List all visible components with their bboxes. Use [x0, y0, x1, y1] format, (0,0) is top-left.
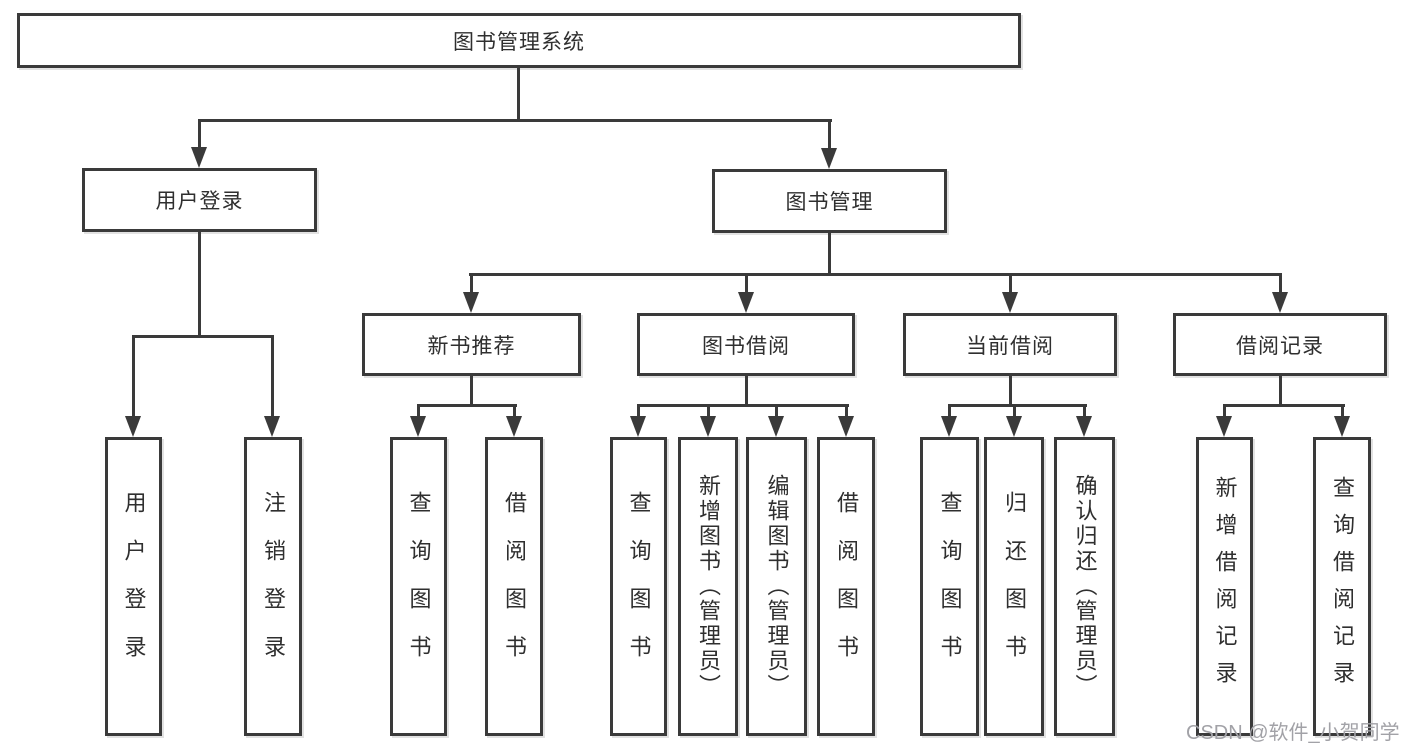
node-book-borrow: 图书借阅 [637, 313, 855, 376]
leaf-label: 借阅图书 [502, 490, 527, 683]
connector-new-book-stem [470, 376, 473, 407]
leaf-label: 查询图书 [406, 490, 432, 683]
arrow-down-icon [1272, 292, 1288, 313]
connector-current-borrow-rail [948, 404, 1087, 407]
node-label: 当前借阅 [966, 334, 1054, 358]
leaf-label: 新增图书（管理员） [696, 474, 721, 699]
connector-drop-user-login [198, 122, 201, 150]
connector-drop-leaf [707, 407, 710, 419]
arrow-down-icon [410, 416, 426, 437]
leaf-label: 注销登录 [261, 490, 286, 683]
connector-drop-current-borrow [1009, 276, 1012, 292]
arrow-down-icon [506, 416, 522, 437]
leaf-query-books-recommend: 查询图书 [390, 437, 447, 736]
node-label: 图书管理 [785, 191, 874, 214]
leaf-query-books-current: 查询图书 [920, 437, 979, 736]
leaf-label: 用户登录 [121, 490, 147, 683]
connector-user-login-stem [198, 232, 201, 335]
connector-book-borrow-stem [745, 376, 748, 407]
leaf-confirm-return-admin: 确认归还（管理员） [1054, 437, 1115, 736]
arrow-down-icon [630, 416, 646, 437]
connector-borrow-records-stem [1279, 376, 1282, 407]
arrow-down-icon [1334, 416, 1350, 437]
leaf-edit-book-admin: 编辑图书（管理员） [746, 437, 807, 736]
node-label: 新书推荐 [427, 334, 516, 358]
arrow-down-icon [1216, 416, 1232, 437]
node-label: 图书借阅 [702, 334, 790, 358]
node-user-login: 用户登录 [82, 168, 317, 232]
connector-borrow-records-rail [1223, 404, 1345, 407]
leaf-add-book-admin: 新增图书（管理员） [678, 437, 738, 736]
connector-level2-rail [198, 119, 832, 122]
connector-drop-leaf [1341, 407, 1344, 419]
leaf-label: 新增借阅记录 [1212, 475, 1238, 698]
connector-root-stem [517, 68, 520, 119]
connector-drop-leaf [417, 407, 420, 419]
leaf-borrow-books: 借阅图书 [817, 437, 875, 736]
leaf-label: 借阅图书 [834, 490, 859, 683]
connector-drop-borrow-records [1279, 276, 1282, 292]
leaf-return-book: 归还图书 [984, 437, 1044, 736]
connector-drop-leaf [513, 407, 516, 419]
connector-drop-leaf [775, 407, 778, 419]
connector-book-management-stem [828, 233, 831, 273]
connector-level3-rail [469, 273, 1282, 276]
leaf-logout: 注销登录 [244, 437, 302, 736]
connector-drop-leaf [948, 407, 951, 419]
connector-drop-leaf [271, 338, 274, 416]
node-borrow-records: 借阅记录 [1173, 313, 1387, 376]
leaf-label: 查询借阅记录 [1330, 475, 1355, 698]
leaf-label: 确认归还（管理员） [1072, 474, 1098, 699]
connector-new-book-rail [417, 404, 517, 407]
arrow-down-icon [768, 416, 784, 437]
arrow-down-icon [1006, 416, 1022, 437]
connector-drop-leaf [1083, 407, 1086, 419]
leaf-borrow-books-recommend: 借阅图书 [485, 437, 543, 736]
node-library-management-system: 图书管理系统 [17, 13, 1021, 68]
connector-user-login-rail [132, 335, 274, 338]
leaf-add-borrow-record: 新增借阅记录 [1196, 437, 1253, 736]
arrow-down-icon [700, 416, 716, 437]
node-current-borrow: 当前借阅 [903, 313, 1117, 376]
connector-drop-new-book [470, 276, 473, 292]
leaf-label: 编辑图书（管理员） [764, 474, 790, 699]
connector-drop-leaf [132, 338, 135, 416]
arrow-down-icon [463, 292, 479, 313]
leaf-query-borrow-record: 查询借阅记录 [1313, 437, 1371, 736]
arrow-down-icon [738, 292, 754, 313]
arrow-down-icon [821, 148, 837, 169]
leaf-user-login: 用户登录 [105, 437, 162, 736]
connector-drop-leaf [1013, 407, 1016, 419]
node-label: 用户登录 [155, 190, 244, 213]
leaf-label: 归还图书 [1002, 490, 1027, 683]
node-book-management: 图书管理 [712, 169, 947, 233]
node-new-book-recommend: 新书推荐 [362, 313, 581, 376]
leaf-query-books-borrow: 查询图书 [610, 437, 667, 736]
node-label: 图书管理系统 [453, 30, 585, 54]
node-label: 借阅记录 [1236, 334, 1324, 358]
connector-drop-book-borrow [745, 276, 748, 292]
arrow-down-icon [838, 416, 854, 437]
connector-drop-leaf [845, 407, 848, 419]
connector-current-borrow-stem [1009, 376, 1012, 407]
arrow-down-icon [125, 416, 141, 437]
arrow-down-icon [1002, 292, 1018, 313]
connector-drop-leaf [1223, 407, 1226, 419]
connector-drop-book-management [828, 122, 831, 150]
leaf-label: 查询图书 [626, 490, 652, 683]
arrow-down-icon [1076, 416, 1092, 437]
connector-drop-leaf [637, 407, 640, 419]
arrow-down-icon [941, 416, 957, 437]
csdn-watermark: CSDN @软件_小贺同学 [1186, 722, 1400, 744]
connector-book-borrow-rail [637, 404, 849, 407]
leaf-label: 查询图书 [937, 490, 963, 683]
arrow-down-icon [264, 416, 280, 437]
arrow-down-icon [191, 147, 207, 168]
